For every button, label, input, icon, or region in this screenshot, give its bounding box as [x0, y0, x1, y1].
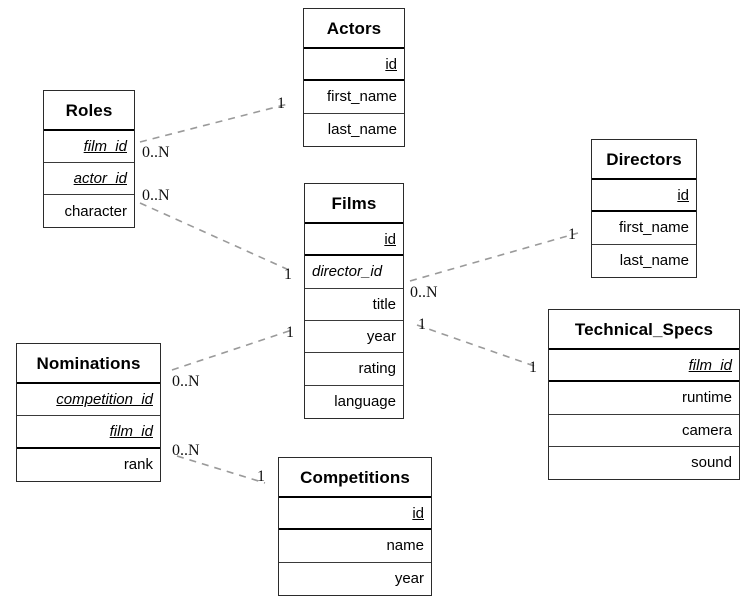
relationship-line-roles-actors — [139, 103, 289, 143]
cardinality-label-films-technical_specs-to: 1 — [529, 359, 537, 376]
attribute-row-films-rating[interactable]: rating — [305, 353, 403, 386]
attribute-label-films-language: language — [334, 393, 396, 411]
attribute-label-films-director_id: director_id — [312, 263, 383, 281]
attribute-label-nominations-competition_id: competition_id — [56, 391, 153, 409]
attribute-row-technical_specs-sound[interactable]: sound — [549, 447, 739, 479]
entity-title-competitions: Competitions — [279, 458, 431, 498]
attribute-row-directors-id[interactable]: id — [592, 180, 696, 213]
attribute-label-films-id: id — [384, 230, 396, 248]
attribute-label-actors-last_name: last_name — [327, 121, 397, 139]
entity-title-nominations: Nominations — [17, 344, 160, 384]
cardinality-label-roles-films-from: 0..N — [142, 187, 170, 204]
entity-title-directors: Directors — [592, 140, 696, 180]
attribute-label-directors-first_name: first_name — [618, 219, 689, 237]
attribute-row-competitions-year[interactable]: year — [279, 563, 431, 595]
attribute-row-films-language[interactable]: language — [305, 386, 403, 418]
attribute-label-actors-id: id — [385, 55, 397, 73]
entity-title-technical_specs: Technical_Specs — [549, 310, 739, 350]
entity-title-actors: Actors — [304, 9, 404, 49]
attribute-label-films-title: title — [372, 295, 396, 313]
attribute-row-actors-id[interactable]: id — [304, 49, 404, 82]
entity-roles[interactable]: Roles film_id actor_id character — [43, 90, 135, 228]
attribute-row-nominations-competition_id[interactable]: competition_id — [17, 384, 160, 417]
cardinality-label-roles-films-to: 1 — [284, 266, 292, 283]
attribute-row-directors-last_name[interactable]: last_name — [592, 245, 696, 277]
attribute-label-actors-first_name: first_name — [326, 88, 397, 106]
cardinality-label-nominations-films-to: 1 — [286, 324, 294, 341]
cardinality-label-nominations-films-from: 0..N — [172, 373, 200, 390]
cardinality-label-nominations-competitions-from: 0..N — [172, 442, 200, 459]
entity-competitions[interactable]: Competitions id name year — [278, 457, 432, 596]
attribute-row-films-title[interactable]: title — [305, 289, 403, 321]
relationship-line-films-technical_specs — [416, 324, 538, 368]
relationship-line-nominations-films — [171, 329, 293, 371]
relationship-line-roles-films — [139, 202, 290, 271]
cardinality-label-films-technical_specs-from: 1 — [418, 316, 426, 333]
attribute-label-nominations-rank: rank — [123, 456, 153, 474]
attribute-label-roles-character: character — [64, 202, 127, 220]
attribute-row-competitions-name[interactable]: name — [279, 530, 431, 563]
cardinality-label-films-directors-from: 0..N — [410, 284, 438, 301]
attribute-row-directors-first_name[interactable]: first_name — [592, 212, 696, 245]
attribute-row-roles-character[interactable]: character — [44, 195, 134, 227]
attribute-row-nominations-rank[interactable]: rank — [17, 449, 160, 481]
entity-title-films: Films — [305, 184, 403, 224]
cardinality-label-roles-actors-to: 1 — [277, 95, 285, 112]
attribute-row-films-id[interactable]: id — [305, 224, 403, 257]
attribute-label-competitions-id: id — [412, 504, 424, 522]
entity-directors[interactable]: Directors id first_name last_name — [591, 139, 697, 278]
cardinality-label-nominations-competitions-to: 1 — [257, 468, 265, 485]
attribute-row-technical_specs-runtime[interactable]: runtime — [549, 382, 739, 415]
attribute-row-actors-first_name[interactable]: first_name — [304, 81, 404, 114]
attribute-label-films-year: year — [366, 328, 396, 346]
entity-actors[interactable]: Actors id first_name last_name — [303, 8, 405, 147]
attribute-row-films-director_id[interactable]: director_id — [305, 256, 403, 289]
attribute-label-roles-actor_id: actor_id — [73, 170, 127, 187]
attribute-row-actors-last_name[interactable]: last_name — [304, 114, 404, 146]
attribute-label-competitions-name: name — [386, 537, 424, 555]
attribute-label-directors-last_name: last_name — [619, 252, 689, 270]
attribute-label-roles-film_id: film_id — [83, 138, 127, 155]
attribute-row-nominations-film_id[interactable]: film_id — [17, 416, 160, 449]
attribute-row-roles-film_id[interactable]: film_id — [44, 131, 134, 163]
cardinality-label-films-directors-to: 1 — [568, 226, 576, 243]
attribute-row-technical_specs-camera[interactable]: camera — [549, 415, 739, 447]
attribute-label-directors-id: id — [677, 186, 689, 204]
attribute-label-films-rating: rating — [358, 360, 396, 378]
attribute-row-competitions-id[interactable]: id — [279, 498, 431, 531]
attribute-row-technical_specs-film_id[interactable]: film_id — [549, 350, 739, 383]
attribute-label-competitions-year: year — [394, 570, 424, 588]
attribute-label-nominations-film_id: film_id — [109, 422, 153, 440]
attribute-label-technical_specs-runtime: runtime — [681, 389, 732, 407]
attribute-label-technical_specs-sound: sound — [691, 454, 732, 472]
attribute-label-technical_specs-film_id: film_id — [688, 356, 732, 374]
relationship-line-nominations-competitions — [176, 455, 266, 484]
cardinality-label-roles-actors-from: 0..N — [142, 144, 170, 161]
relationship-line-films-directors — [409, 232, 579, 282]
attribute-row-roles-actor_id[interactable]: actor_id — [44, 163, 134, 195]
attribute-label-technical_specs-camera: camera — [681, 421, 732, 439]
entity-title-roles: Roles — [44, 91, 134, 131]
attribute-row-films-year[interactable]: year — [305, 321, 403, 354]
